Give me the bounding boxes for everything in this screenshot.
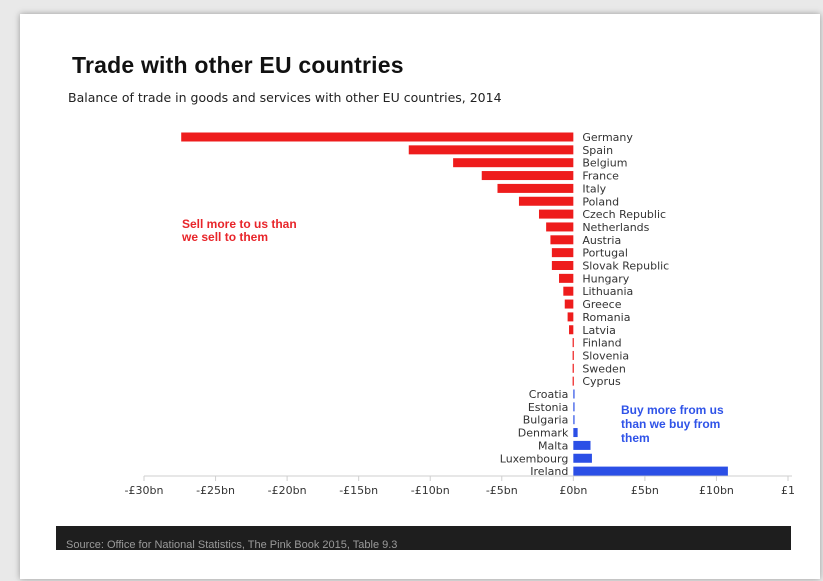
x-tick-label: -£25bn bbox=[196, 484, 235, 497]
category-label: Austria bbox=[582, 234, 621, 247]
bar-latvia bbox=[569, 325, 574, 335]
sell-annotation: we sell to them bbox=[181, 230, 268, 244]
bar-ireland bbox=[573, 466, 728, 476]
sell-annotation: Sell more to us than bbox=[182, 217, 297, 231]
buy-annotation: them bbox=[621, 431, 650, 445]
category-label: Spain bbox=[582, 144, 613, 157]
x-tick-label: -£30bn bbox=[125, 484, 164, 497]
category-label: Latvia bbox=[582, 324, 616, 337]
category-label: Portugal bbox=[582, 247, 628, 260]
bar-sweden bbox=[572, 363, 574, 373]
category-label: Czech Republic bbox=[582, 208, 666, 221]
category-label: Belgium bbox=[582, 157, 627, 170]
bar-austria bbox=[550, 235, 574, 245]
x-tick-label: £5bn bbox=[631, 484, 659, 497]
category-label: Slovak Republic bbox=[582, 260, 669, 273]
category-label: Sweden bbox=[582, 362, 625, 375]
bar-slovak-republic bbox=[551, 261, 574, 270]
bar-belgium bbox=[453, 158, 574, 168]
bar-portugal bbox=[551, 248, 574, 258]
bar-spain bbox=[408, 145, 574, 155]
category-label: Slovenia bbox=[582, 349, 629, 362]
category-label: Croatia bbox=[529, 388, 569, 401]
chart-card: Trade with other EU countries Balance of… bbox=[20, 14, 820, 579]
category-label: Luxembourg bbox=[500, 452, 569, 465]
bar-slovenia bbox=[572, 350, 574, 360]
chart-title: Trade with other EU countries bbox=[72, 52, 404, 78]
bar-bulgaria bbox=[573, 415, 575, 425]
bar-italy bbox=[497, 183, 574, 193]
bar-netherlands bbox=[546, 222, 574, 232]
category-label: Netherlands bbox=[582, 221, 649, 234]
category-label: Denmark bbox=[518, 427, 569, 440]
source-text: Source: Office for National Statistics, … bbox=[66, 539, 398, 550]
category-label: Ireland bbox=[530, 465, 568, 478]
x-tick-label: £10bn bbox=[699, 484, 734, 497]
buy-annotation: Buy more from us bbox=[621, 403, 724, 417]
category-label: Italy bbox=[582, 182, 606, 195]
category-label: Malta bbox=[538, 439, 568, 452]
category-label: Romania bbox=[582, 311, 630, 324]
category-label: France bbox=[582, 170, 619, 183]
bar-estonia bbox=[573, 402, 575, 412]
x-tick-label: -£5bn bbox=[486, 484, 518, 497]
category-label: Cyprus bbox=[582, 375, 621, 388]
bar-czech-republic bbox=[538, 209, 574, 219]
x-tick-label: £0bn bbox=[559, 484, 587, 497]
bar-france bbox=[481, 171, 574, 181]
bar-chart: -£30bn -£25bn -£20bn -£15bn -£10bn -£5bn £0bn £… bbox=[125, 131, 795, 497]
bar-hungary bbox=[559, 273, 574, 283]
category-label: Germany bbox=[582, 131, 633, 144]
bar-poland bbox=[518, 196, 574, 206]
x-tick-label: -£15bn bbox=[339, 484, 378, 497]
buy-annotation: than we buy from bbox=[621, 417, 720, 431]
category-label: Greece bbox=[582, 298, 621, 311]
bar-malta bbox=[573, 440, 591, 450]
bar-romania bbox=[567, 312, 574, 322]
x-tick-label: -£20bn bbox=[268, 484, 307, 497]
chart-subtitle: Balance of trade in goods and services w… bbox=[68, 90, 502, 105]
bar-luxembourg bbox=[573, 453, 592, 463]
category-label: Finland bbox=[582, 337, 621, 350]
bar-denmark bbox=[573, 428, 578, 438]
bar-germany bbox=[181, 132, 574, 142]
category-label: Estonia bbox=[528, 401, 569, 414]
bar-greece bbox=[564, 299, 574, 309]
source-footer: Source: Office for National Statistics, … bbox=[56, 526, 791, 550]
bar-finland bbox=[572, 338, 574, 348]
x-tick-label: £1 bbox=[781, 484, 795, 497]
category-label: Lithuania bbox=[582, 285, 633, 298]
x-tick-label: -£10bn bbox=[411, 484, 450, 497]
category-label: Bulgaria bbox=[523, 414, 569, 427]
bar-croatia bbox=[573, 389, 575, 399]
category-label: Hungary bbox=[582, 272, 629, 285]
category-label: Poland bbox=[582, 195, 619, 208]
bar-lithuania bbox=[563, 286, 574, 296]
bar-cyprus bbox=[572, 376, 574, 386]
